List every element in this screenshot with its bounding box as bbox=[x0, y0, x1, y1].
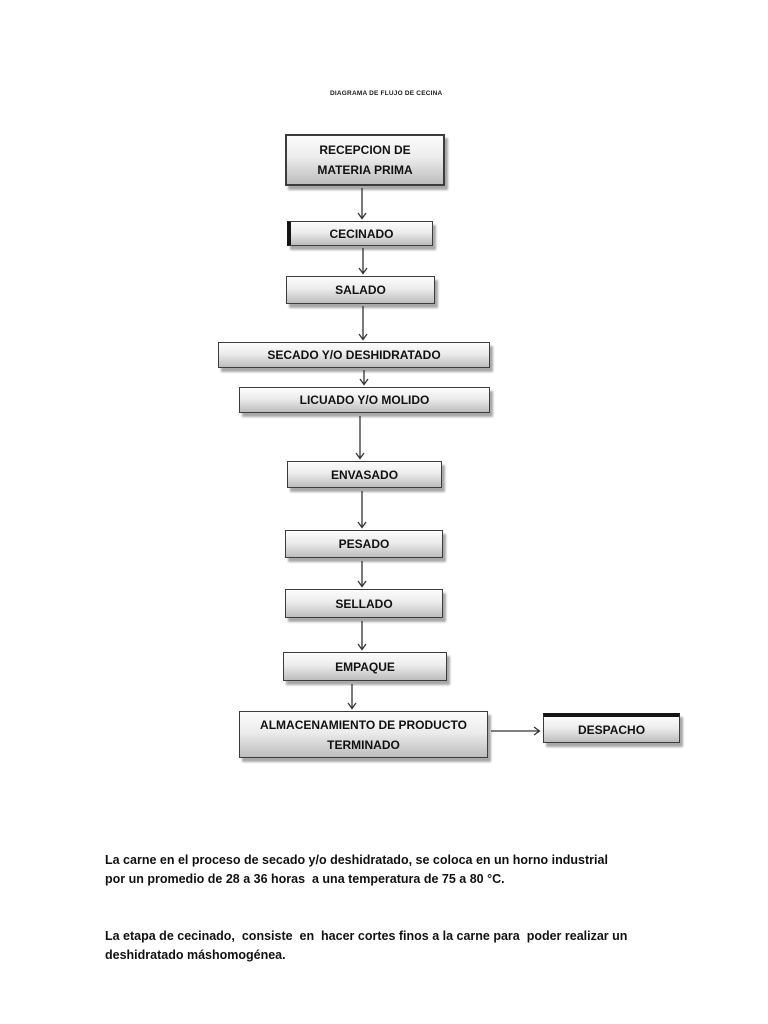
flow-node-empaque: EMPAQUE bbox=[283, 652, 447, 681]
process-notes: La carne en el proceso de secado y/o des… bbox=[105, 813, 632, 1003]
flow-node-pesado: PESADO bbox=[285, 530, 443, 558]
flow-node-cecinado: CECINADO bbox=[287, 221, 433, 246]
flow-node-recepcion: RECEPCION DE MATERIA PRIMA bbox=[285, 134, 445, 186]
note-secado: La carne en el proceso de secado y/o des… bbox=[105, 853, 615, 886]
flow-node-secado: SECADO Y/O DESHIDRATADO bbox=[218, 342, 490, 368]
flow-node-almacenamiento: ALMACENAMIENTO DE PRODUCTO TERMINADO bbox=[239, 711, 488, 758]
flow-node-envasado: ENVASADO bbox=[287, 461, 442, 488]
flow-node-despacho: DESPACHO bbox=[543, 713, 680, 743]
flow-node-salado: SALADO bbox=[286, 276, 435, 304]
note-cecinado: La etapa de cecinado, consiste en hacer … bbox=[105, 929, 631, 962]
flow-node-licuado: LICUADO Y/O MOLIDO bbox=[239, 387, 490, 413]
flow-node-sellado: SELLADO bbox=[285, 589, 443, 618]
diagram-title: DIAGRAMA DE FLUJO DE CECINA bbox=[330, 90, 443, 97]
